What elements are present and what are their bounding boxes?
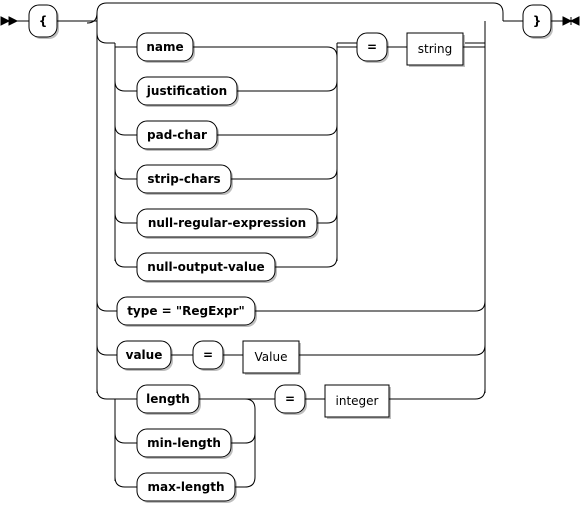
close-brace-terminal: }	[522, 4, 553, 39]
name-label: name	[146, 40, 183, 54]
null-output-value-option: null-output-value	[136, 252, 277, 283]
value-type-label: Value	[255, 350, 288, 364]
integer-label: integer	[336, 394, 379, 408]
string-label: string	[418, 42, 452, 56]
type-regexpr-option: type = "RegExpr"	[116, 296, 257, 327]
equals-terminal-2: =	[192, 340, 225, 371]
value-option: value	[116, 340, 173, 371]
justification-label: justification	[146, 84, 227, 98]
pad-char-label: pad-char	[147, 128, 207, 142]
open-brace-terminal: {	[28, 4, 59, 39]
null-regular-expression-label: null-regular-expression	[148, 216, 306, 230]
strip-chars-label: strip-chars	[147, 172, 220, 186]
close-brace-label: }	[533, 14, 542, 28]
name-option: name	[136, 32, 195, 63]
open-brace-label: {	[39, 14, 48, 28]
pad-char-option: pad-char	[136, 120, 219, 151]
length-option: length	[136, 384, 201, 415]
integer-nonterminal: integer	[324, 384, 391, 419]
min-length-label: min-length	[147, 436, 221, 450]
string-nonterminal: string	[406, 32, 465, 67]
max-length-label: max-length	[148, 480, 225, 494]
max-length-option: max-length	[136, 472, 237, 503]
type-regexpr-label: type = "RegExpr"	[127, 304, 245, 318]
equals-terminal-1: =	[356, 32, 389, 63]
equals-label-2: =	[203, 348, 213, 362]
null-output-value-label: null-output-value	[147, 260, 264, 274]
strip-chars-option: strip-chars	[136, 164, 233, 195]
min-length-option: min-length	[136, 428, 233, 459]
repeat-loop	[75, 2, 504, 24]
value-label: value	[126, 348, 163, 362]
equals-label-1: =	[367, 40, 377, 54]
null-regular-expression-option: null-regular-expression	[136, 208, 319, 239]
justification-option: justification	[136, 76, 239, 107]
equals-label-3: =	[285, 392, 295, 406]
end-marker	[562, 16, 580, 26]
start-marker	[0, 16, 19, 26]
length-label: length	[146, 392, 190, 406]
value-nonterminal: Value	[242, 340, 301, 375]
equals-terminal-3: =	[274, 384, 307, 415]
